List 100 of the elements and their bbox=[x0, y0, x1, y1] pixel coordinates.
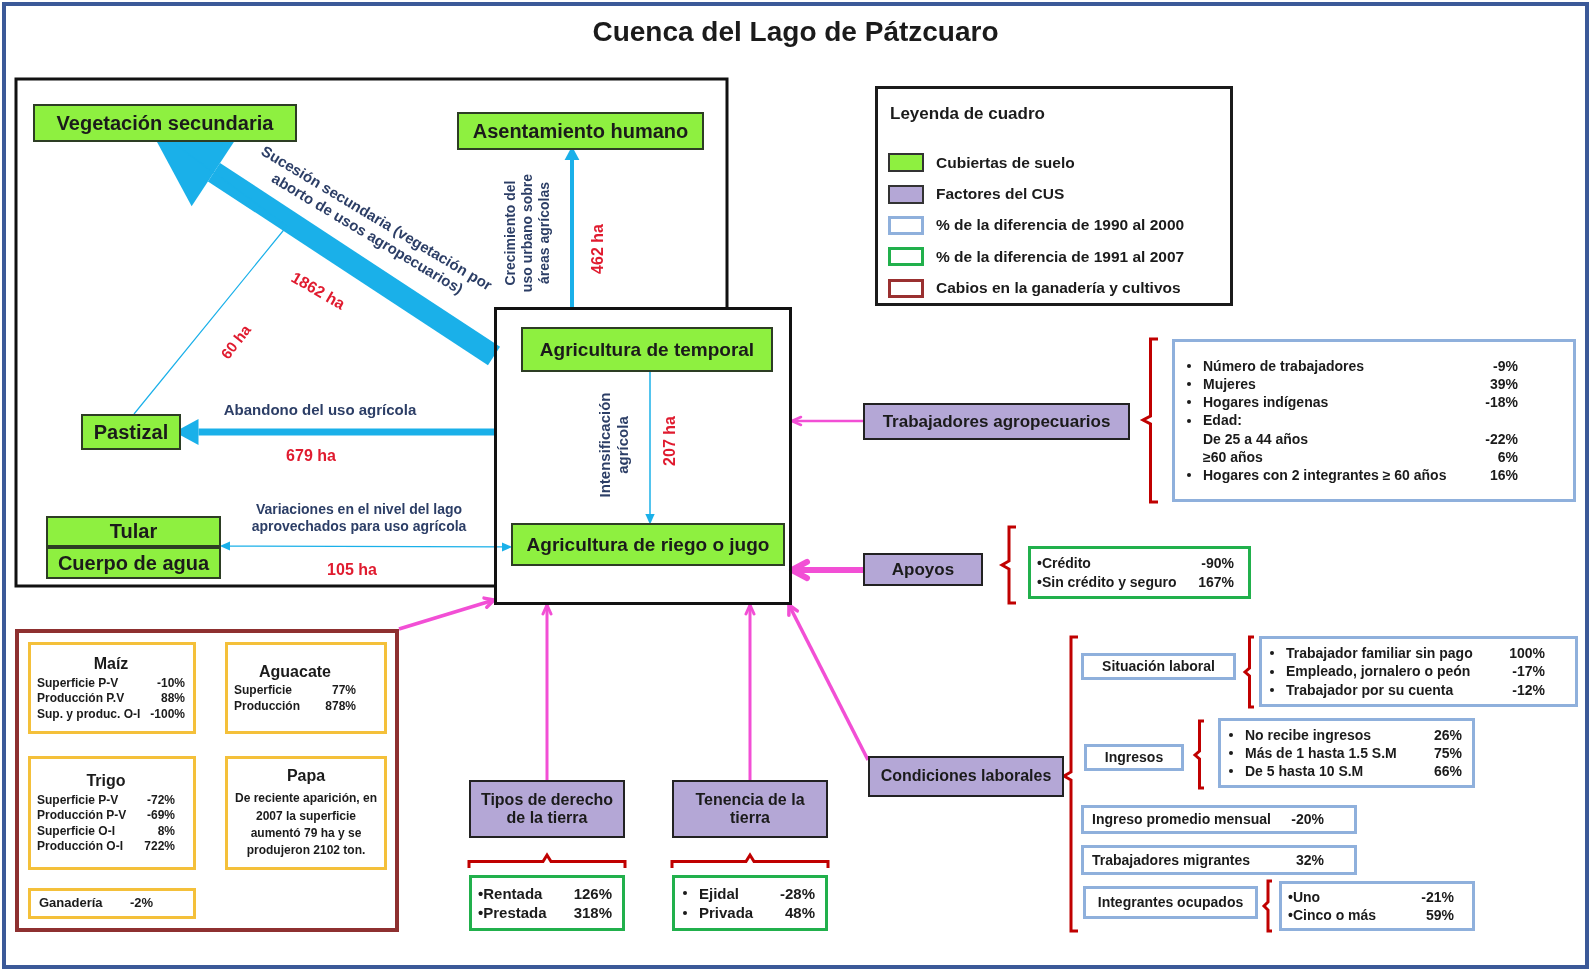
data-box bbox=[1083, 886, 1258, 919]
item-value: 318% bbox=[572, 903, 612, 923]
item-label: •Prestada bbox=[478, 903, 548, 923]
item-label: Número de trabajadores bbox=[1203, 356, 1366, 376]
item-label: Ganadería bbox=[39, 895, 104, 912]
item-value: -10% bbox=[156, 675, 185, 692]
item-label: Ingreso promedio mensual bbox=[1092, 810, 1272, 829]
data-box bbox=[1259, 636, 1578, 707]
item-label: Producción P-V bbox=[37, 808, 128, 824]
box-label: Condiciones laborales bbox=[880, 767, 1052, 786]
data-box bbox=[1218, 718, 1475, 788]
item-value: 16% bbox=[1488, 465, 1518, 485]
crop-box bbox=[28, 642, 196, 734]
box-heading: Maíz bbox=[92, 653, 130, 674]
box-label: Agricultura de riego o jugo bbox=[526, 533, 770, 556]
item-value: 100% bbox=[1508, 644, 1545, 663]
item-label: Hogares indígenas bbox=[1203, 393, 1330, 412]
item-label: De 5 hasta 10 S.M bbox=[1245, 762, 1365, 781]
item-value: 126% bbox=[572, 883, 612, 903]
arrow bbox=[790, 415, 863, 427]
data-box bbox=[672, 875, 828, 931]
panel-frame bbox=[15, 629, 399, 932]
box-label: Tenencia de la tierra bbox=[694, 790, 806, 828]
box-label: Agricultura de temporal bbox=[539, 338, 755, 361]
arrow bbox=[219, 541, 513, 552]
land-cover-box bbox=[511, 523, 785, 566]
arrow bbox=[398, 596, 496, 631]
box-label: Vegetación secundaria bbox=[56, 111, 274, 135]
item-label: Privada bbox=[699, 903, 755, 923]
land-cover-box bbox=[521, 327, 773, 372]
item-label: ≥60 años bbox=[1203, 447, 1264, 466]
item-value: 88% bbox=[159, 691, 185, 707]
item-label: No recibe ingresos bbox=[1245, 725, 1373, 744]
item-value: -28% bbox=[778, 883, 815, 903]
land-cover-box bbox=[46, 547, 221, 579]
factor-box bbox=[469, 780, 625, 838]
edge-label: Abandono del uso agrícola bbox=[222, 401, 418, 419]
box-label: Apoyos bbox=[891, 559, 955, 580]
item-value: 39% bbox=[1488, 375, 1518, 394]
box-heading: Trigo bbox=[85, 770, 127, 791]
box-label: Pastizal bbox=[93, 420, 169, 444]
item-value: -12% bbox=[1511, 680, 1545, 699]
item-value: 59% bbox=[1424, 906, 1454, 925]
area-value: 207 ha bbox=[661, 416, 679, 466]
item-label: Edad: bbox=[1203, 411, 1243, 430]
crop-box bbox=[225, 756, 387, 870]
box-label: Tular bbox=[109, 520, 158, 543]
item-value: -2% bbox=[128, 895, 153, 912]
box-heading: Papa bbox=[285, 766, 327, 787]
item-value: -9% bbox=[1492, 356, 1518, 376]
item-value: -22% bbox=[1484, 429, 1518, 448]
item-label: Trabajador por su cuenta bbox=[1286, 680, 1455, 699]
item-label: Producción O-I bbox=[37, 839, 124, 856]
data-box bbox=[469, 875, 625, 931]
edge-label: Variaciones en el nivel del lago aprovechados para uso agrícola bbox=[250, 501, 468, 535]
legend-text: Cubiertas de suelo bbox=[936, 153, 1075, 172]
item-value: -69% bbox=[146, 808, 175, 824]
item-value: 878% bbox=[324, 698, 356, 715]
arrow bbox=[744, 603, 756, 780]
item-label: •Crédito bbox=[1037, 554, 1092, 573]
data-box bbox=[1081, 845, 1357, 875]
data-box bbox=[1084, 744, 1184, 771]
item-label: Ejidal bbox=[699, 883, 740, 903]
item-label: •Sin crédito y seguro bbox=[1037, 572, 1178, 591]
area-value: 462 ha bbox=[589, 224, 607, 274]
land-cover-box bbox=[457, 112, 704, 150]
item-value: -90% bbox=[1200, 554, 1234, 573]
item-value: 26% bbox=[1432, 725, 1462, 744]
item-value: 167% bbox=[1197, 572, 1234, 591]
edge-label: Intensificación agrícola bbox=[596, 391, 632, 500]
edge-label: 60 ha bbox=[216, 320, 256, 365]
item-label: Más de 1 hasta 1.5 S.M bbox=[1245, 743, 1398, 763]
box-label: Tipos de derecho de la tierra bbox=[479, 790, 615, 828]
box-heading: Aguacate bbox=[258, 661, 332, 682]
land-cover-box bbox=[33, 104, 297, 142]
crop-box bbox=[28, 888, 196, 919]
land-cover-box bbox=[81, 414, 181, 450]
item-label: Superficie O-I bbox=[37, 823, 117, 840]
factor-box bbox=[863, 553, 983, 586]
item-label: •Rentada bbox=[478, 883, 544, 903]
area-value: 1862 ha bbox=[288, 268, 348, 314]
data-box bbox=[1172, 339, 1576, 502]
crop-box bbox=[28, 756, 196, 870]
arrow bbox=[789, 558, 863, 582]
arrow bbox=[541, 603, 553, 780]
item-label: Hogares con 2 integrantes ≥ 60 años bbox=[1203, 465, 1448, 485]
legend-text: % de la diferencia de 1990 al 2000 bbox=[936, 216, 1185, 235]
item-value: -72% bbox=[146, 792, 175, 809]
box-label: Trabajadores agropecuarios bbox=[882, 411, 1111, 432]
factor-box bbox=[863, 403, 1130, 440]
item-value: -18% bbox=[1484, 393, 1518, 412]
item-label: Empleado, jornalero o peón bbox=[1286, 662, 1472, 681]
box-label: Integrantes ocupados bbox=[1097, 894, 1244, 911]
item-label: Superficie P-V bbox=[37, 675, 120, 692]
item-label: Trabajador familiar sin pago bbox=[1286, 644, 1474, 663]
box-label: Cuerpo de agua bbox=[57, 551, 210, 575]
item-value: 75% bbox=[1432, 743, 1462, 763]
data-box bbox=[1279, 881, 1475, 931]
paragraph: De reciente aparición, en 2007 la superficie aumentó 79 ha y se produjeron 2102 ton. bbox=[233, 790, 379, 860]
item-value: -20% bbox=[1290, 810, 1324, 829]
